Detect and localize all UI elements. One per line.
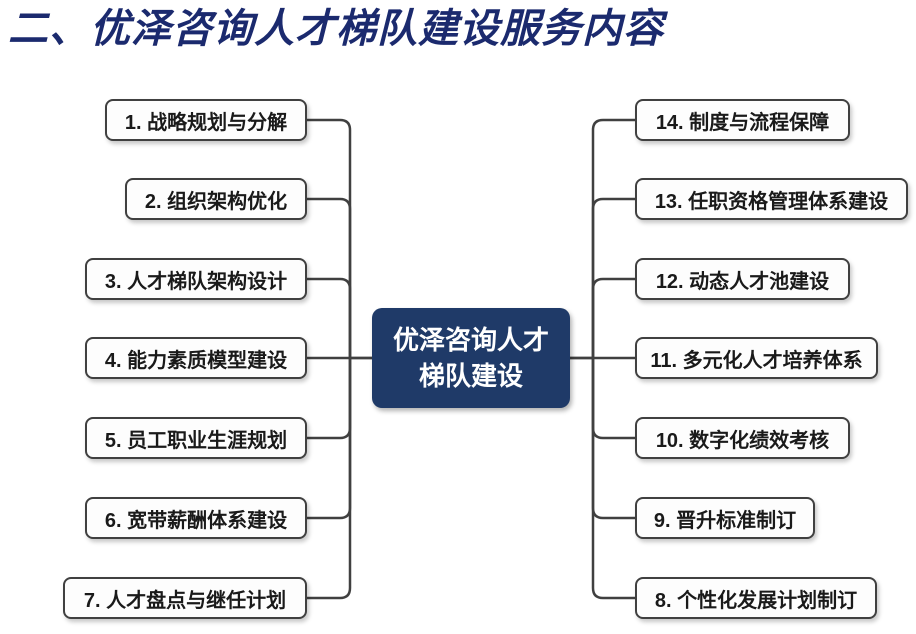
- center-node-line1: 优泽咨询人才: [392, 325, 549, 355]
- branch-node-left-1: 1. 战略规划与分解: [105, 99, 307, 141]
- branch-node-right-2: 13. 任职资格管理体系建设: [635, 178, 908, 220]
- branch-node-right-4: 11. 多元化人才培养体系: [635, 337, 878, 379]
- branch-node-left-5: 5. 员工职业生涯规划: [85, 417, 307, 459]
- branch-node-left-3: 3. 人才梯队架构设计: [85, 258, 307, 300]
- branch-node-right-1: 14. 制度与流程保障: [635, 99, 850, 141]
- branch-node-left-6: 6. 宽带薪酬体系建设: [85, 497, 307, 539]
- center-node: 优泽咨询人才 梯队建设: [372, 308, 570, 408]
- page-title: 二、优泽咨询人才梯队建设服务内容: [8, 5, 664, 52]
- branch-node-left-2: 2. 组织架构优化: [125, 178, 307, 220]
- branch-node-right-5: 10. 数字化绩效考核: [635, 417, 850, 459]
- branch-node-left-7: 7. 人才盘点与继任计划: [63, 577, 307, 619]
- center-node-line2: 梯队建设: [418, 361, 523, 391]
- branch-node-right-6: 9. 晋升标准制订: [635, 497, 815, 539]
- branch-node-right-3: 12. 动态人才池建设: [635, 258, 850, 300]
- branch-node-left-4: 4. 能力素质模型建设: [85, 337, 307, 379]
- branch-node-right-7: 8. 个性化发展计划制订: [635, 577, 877, 619]
